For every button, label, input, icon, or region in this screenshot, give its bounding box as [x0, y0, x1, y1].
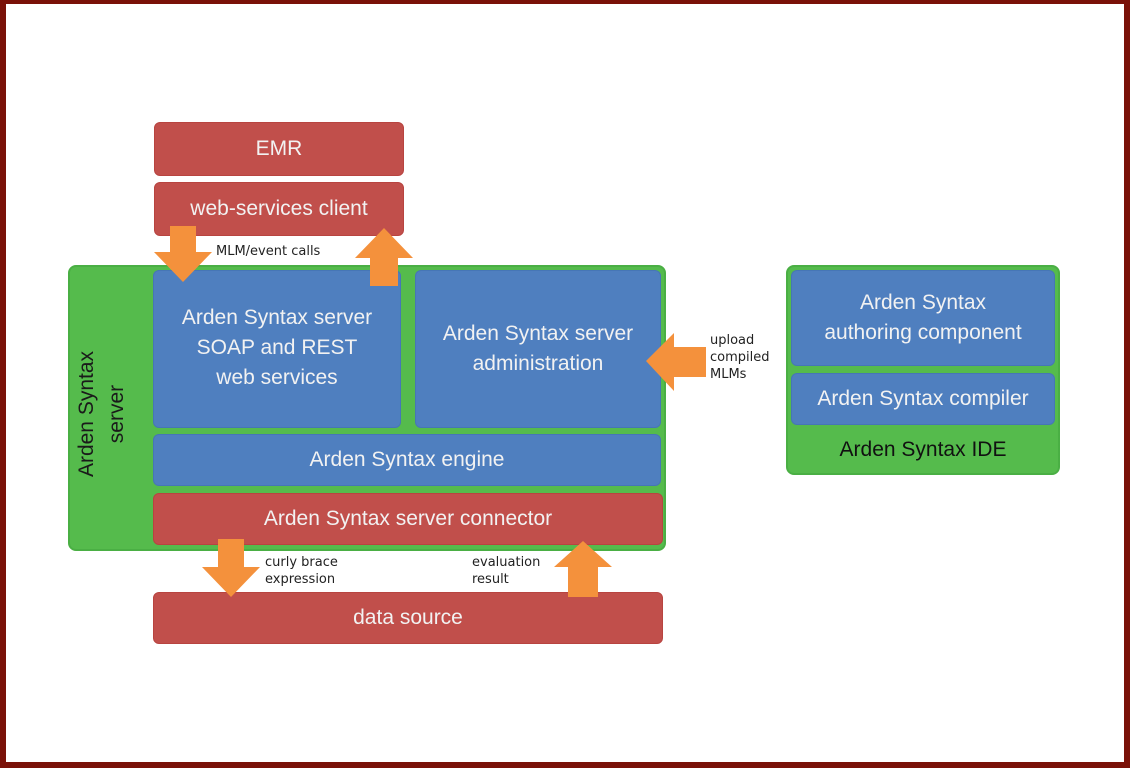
arrow-up-icon	[355, 228, 413, 286]
arrow-down-icon	[154, 226, 212, 282]
compiler-box: Arden Syntax compiler	[791, 373, 1055, 425]
curly-line1: curly brace	[265, 555, 338, 570]
arrow-left-icon	[646, 333, 706, 391]
compiler-label: Arden Syntax compiler	[817, 387, 1029, 410]
authoring-label-line1: Arden Syntax	[859, 291, 987, 314]
arden-syntax-server-label: Arden Syntax server	[72, 339, 132, 489]
diagram-canvas: EMR web-services client Arden Syntax ser…	[6, 4, 1124, 762]
authoring-component-box: Arden Syntax authoring component	[791, 270, 1055, 366]
connector-label: Arden Syntax server connector	[263, 507, 553, 530]
soap-rest-web-services-box: Arden Syntax server SOAP and REST web se…	[153, 270, 401, 428]
mlm-event-calls-label: MLM/event calls	[216, 244, 321, 259]
upload-compiled-mlms-label: upload compiled MLMs	[710, 332, 770, 383]
upload-line1: upload	[710, 333, 755, 348]
upload-line2: compiled	[710, 350, 770, 365]
data-source-box: data source	[153, 592, 663, 644]
soap-rest-label-line2: SOAP and REST	[196, 336, 358, 359]
upload-line3: MLMs	[710, 367, 747, 382]
engine-label: Arden Syntax engine	[309, 448, 505, 471]
curly-line2: expression	[265, 572, 336, 587]
arden-syntax-engine-box: Arden Syntax engine	[153, 434, 661, 486]
web-services-client-label: web-services client	[190, 197, 368, 220]
ide-label: Arden Syntax IDE	[839, 438, 1007, 461]
evaluation-line1: evaluation	[472, 555, 541, 570]
administration-label-line2: administration	[472, 352, 604, 375]
soap-rest-label-line1: Arden Syntax server	[181, 306, 373, 329]
arrow-down-icon	[202, 539, 260, 597]
server-connector-box: Arden Syntax server connector	[153, 493, 663, 545]
data-source-label: data source	[353, 606, 463, 629]
arrow-up-icon	[554, 541, 612, 597]
server-administration-box: Arden Syntax server administration	[415, 270, 661, 428]
emr-label: EMR	[255, 137, 303, 160]
administration-label-line1: Arden Syntax server	[442, 322, 634, 345]
curly-brace-expression-label: curly brace expression	[265, 554, 338, 588]
server-label-line2: server	[105, 384, 128, 444]
soap-rest-label-line3: web services	[216, 366, 338, 389]
emr-box: EMR	[154, 122, 404, 176]
evaluation-result-label: evaluation result	[472, 554, 540, 588]
evaluation-line2: result	[472, 572, 509, 587]
server-label-line1: Arden Syntax	[75, 350, 98, 478]
authoring-label-line2: authoring component	[824, 321, 1022, 344]
